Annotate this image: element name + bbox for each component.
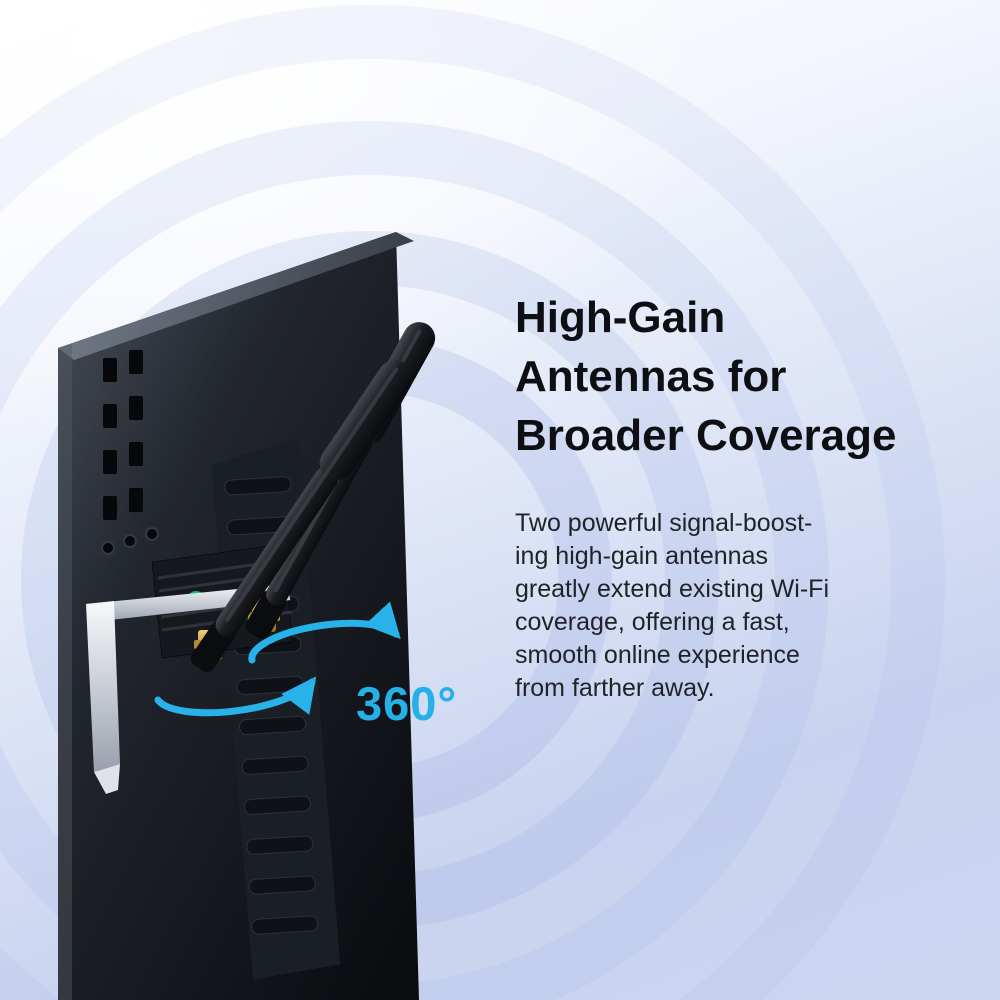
body-line-5: smooth online experience [515,641,800,669]
body-line-4: coverage, offering a fast, [515,608,790,636]
rotation-degree-label: 360° [356,677,458,730]
case-vents [101,350,159,555]
body-text: Two powerful signal-boost- ing high-gain… [515,507,985,705]
page-title: High-Gain Antennas for Broader Coverage [515,288,985,465]
headline-line-3: Broader Coverage [515,411,897,460]
antenna-front [190,359,412,673]
body-line-2: ing high-gain antennas [515,542,768,570]
headline-line-2: Antennas for [515,352,787,401]
body-line-3: greatly extend existing Wi-Fi [515,575,830,603]
marketing-text-block: High-Gain Antennas for Broader Coverage … [515,288,985,705]
body-line-1: Two powerful signal-boost- [515,509,813,537]
rotation-arrow-icons [154,601,401,717]
headline-line-1: High-Gain [515,293,726,342]
body-line-6: from farther away. [515,674,715,702]
